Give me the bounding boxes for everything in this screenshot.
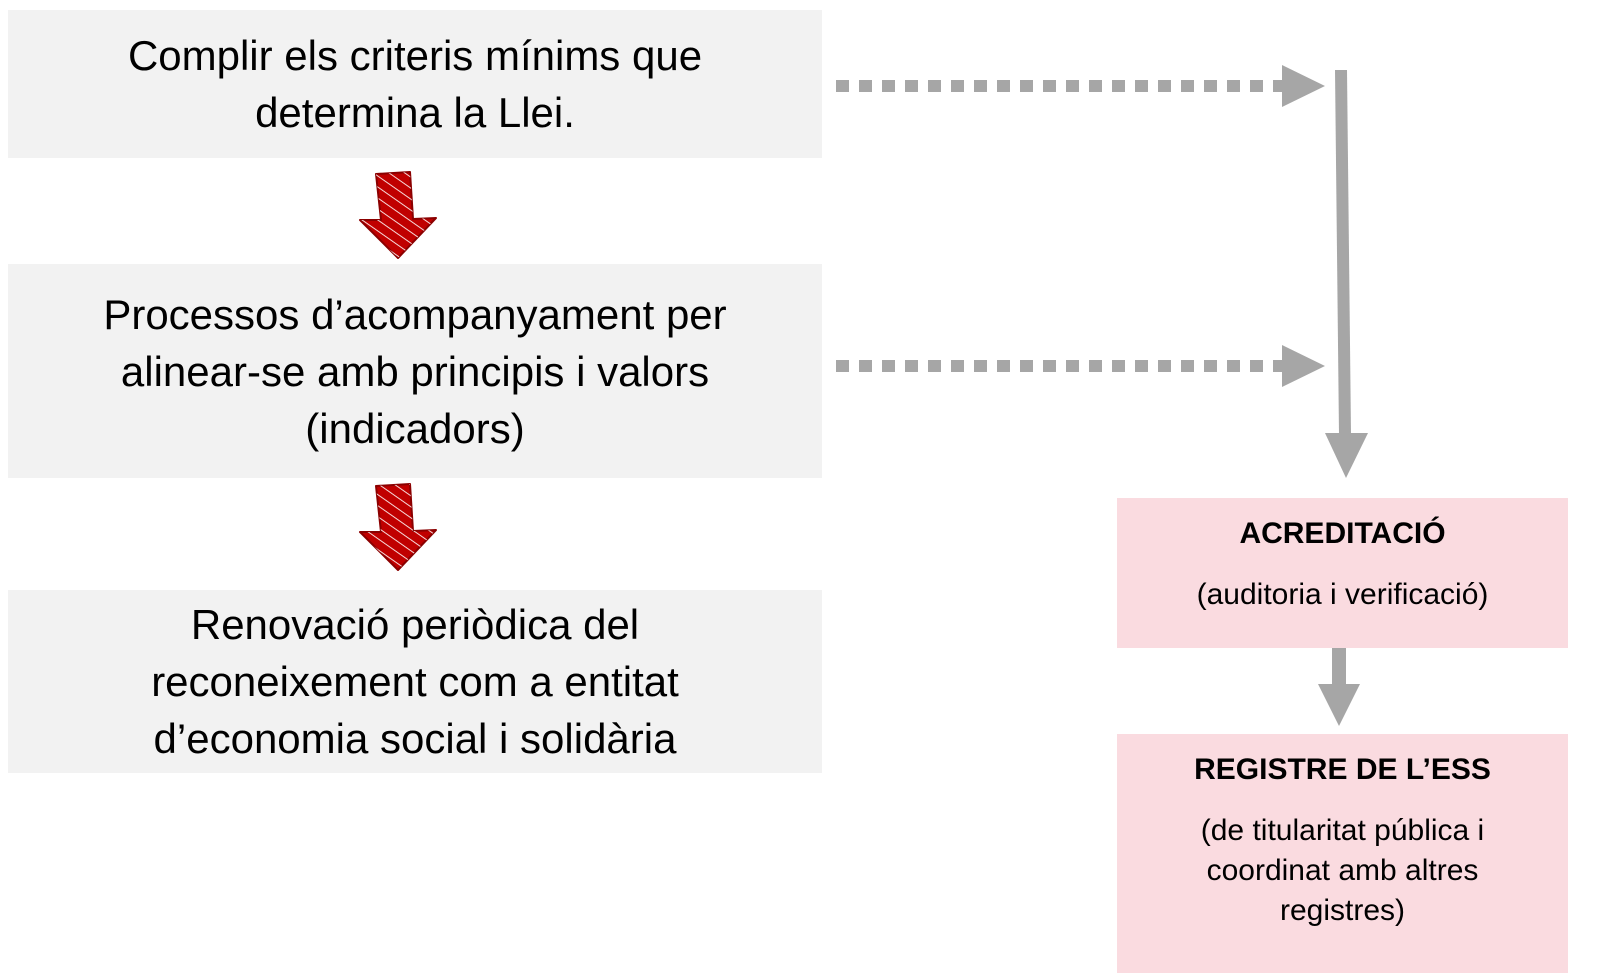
step-periodic-renewal: Renovació periòdica del reconeixement co…	[8, 590, 822, 773]
flow-arrow-to-accreditation	[1325, 70, 1368, 478]
outcome-title: ACREDITACIÓ	[1239, 517, 1446, 550]
outcome-description: (de titularitat pública i	[1200, 814, 1485, 847]
step-text-line: Processos d’acompanyament per	[103, 290, 727, 338]
step-minimum-criteria: Complir els criteris mínims que determin…	[8, 10, 822, 158]
step-text-line: alinear-se amb principis i valors	[120, 347, 710, 395]
dotted-arrow-step2	[836, 345, 1325, 387]
outcome-registry: REGISTRE DE L’ESS (de titularitat públic…	[1117, 734, 1568, 973]
step-text-line: Renovació periòdica del	[190, 601, 640, 648]
red-down-arrow-icon	[359, 171, 437, 259]
outcome-accreditation: ACREDITACIÓ (auditoria i verificació)	[1117, 498, 1568, 648]
outcome-description: (auditoria i verificació)	[1196, 578, 1489, 611]
step-text-line: reconeixement com a entitat	[151, 658, 679, 705]
step-text-line: determina la Llei.	[255, 89, 575, 136]
outcome-title: REGISTRE DE L’ESS	[1194, 753, 1491, 786]
dotted-arrow-step1	[836, 65, 1325, 107]
outcome-description: coordinat amb altres	[1206, 854, 1479, 887]
step-text-line: d’economia social i solidària	[153, 715, 677, 762]
step-text-line: Complir els criteris mínims que	[127, 32, 703, 79]
step-accompaniment-processes: Processos d’acompanyament per alinear-se…	[8, 264, 822, 478]
red-down-arrow-icon	[359, 483, 437, 571]
outcome-description: registres)	[1279, 894, 1406, 927]
step-text-line: (indicadors)	[305, 404, 525, 452]
flow-arrow-to-registry	[1318, 648, 1360, 726]
